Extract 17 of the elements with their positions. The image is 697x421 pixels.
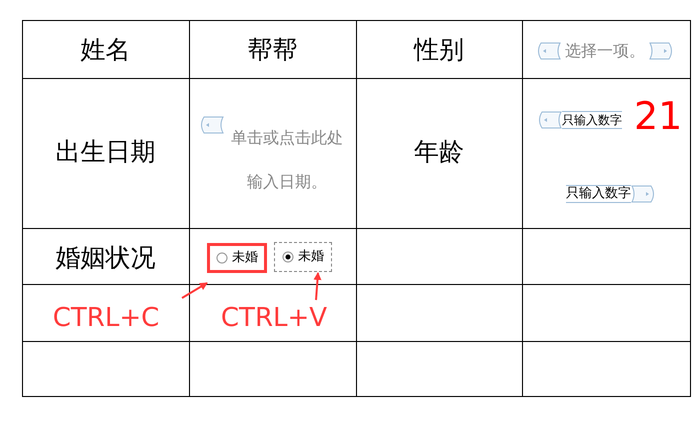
table-header-text: 性别	[414, 34, 464, 66]
selected-radio-control: 未婚	[274, 242, 332, 272]
annotation-number: 21	[634, 97, 682, 135]
table-header-text: 婚姻状况	[56, 242, 156, 274]
highlighted-radio-control: 未婚	[207, 243, 267, 273]
table-header-text: 姓名	[80, 34, 130, 66]
table-header-text: 年龄	[414, 136, 464, 168]
content-control-text: 只输入数字	[562, 111, 622, 129]
table-header-text: 帮帮	[248, 34, 298, 66]
placeholder-text: 选择一项。	[565, 40, 645, 62]
shortcut-annotation: CTRL+C	[52, 302, 160, 334]
arrow	[314, 272, 322, 300]
placeholder-text: 单击或点击此处输入日期。	[230, 127, 344, 193]
shortcut-annotation: CTRL+V	[220, 302, 328, 334]
arrow	[181, 282, 208, 299]
table-header-text: 出生日期	[56, 136, 156, 168]
content-control-text: 只输入数字	[566, 185, 631, 203]
